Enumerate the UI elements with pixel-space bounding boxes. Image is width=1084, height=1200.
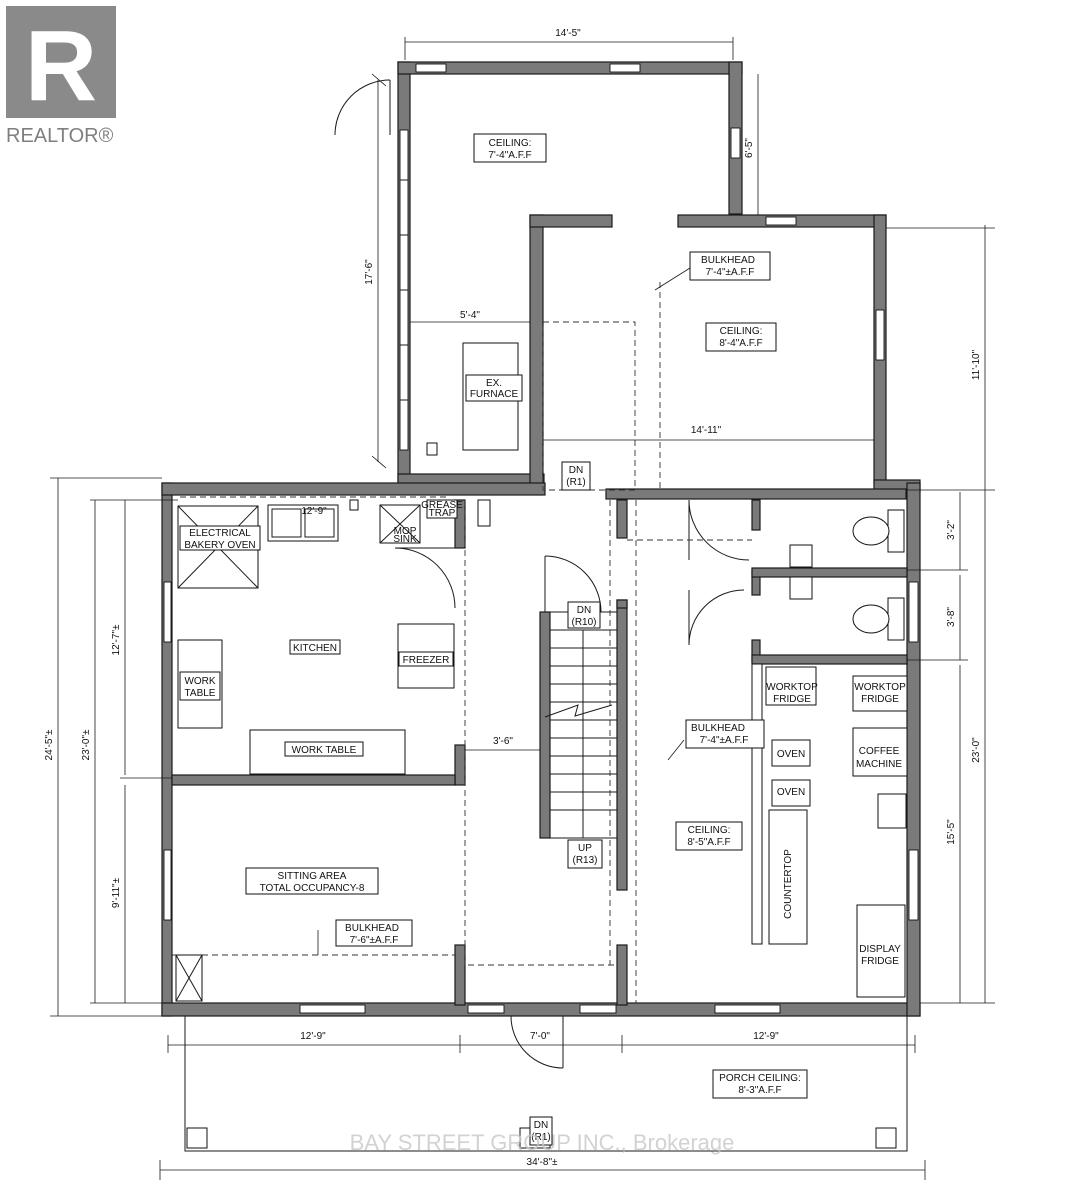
bulkhead-mid-label: BULKHEAD: [691, 723, 745, 734]
dim-sitting-height: 9'-11"±: [111, 877, 122, 908]
ceiling-mid-value: 8'-5"A.F.F: [687, 837, 730, 848]
display-fridge-label-2: FRIDGE: [861, 956, 899, 967]
dim-kitchen-height: 12'-7"±: [111, 624, 122, 655]
dim-right-lower: 15'-5": [946, 819, 957, 845]
furnace-label-1: EX.: [486, 378, 502, 389]
dim-left-mid: 23'-0"±: [81, 729, 92, 760]
dimension-lines: [50, 37, 995, 1180]
ceiling-right-value: 8'-4"A.F.F: [719, 338, 762, 349]
freezer-label: FREEZER: [403, 655, 450, 666]
bulkhead-sitting-label: BULKHEAD: [345, 923, 399, 934]
display-fridge-label-1: DISPLAY: [859, 944, 901, 955]
dim-top-left-height: 17'-6": [364, 259, 375, 285]
ceiling-mid-label: CEILING:: [688, 825, 731, 836]
porch-ceiling-label: PORCH CEILING:: [719, 1073, 801, 1084]
dim-room-width: 14'-11": [691, 425, 722, 436]
dn-r1-value: (R1): [566, 477, 585, 488]
work-table-b-label: WORK TABLE: [292, 745, 357, 756]
windows: [163, 63, 919, 1014]
room-labels: CEILING: 7'-4"A.F.F BULKHEAD 7'-4"±A.F.F…: [179, 133, 906, 1146]
bulkhead-sitting-value: 7'-6"±A.F.F: [350, 935, 399, 946]
bulkhead-top-value: 7'-4"±A.F.F: [706, 267, 755, 278]
dn-porch-label: DN: [534, 1120, 548, 1131]
watermark: BAY STREET GROUP INC., Brokerage: [350, 1130, 735, 1155]
coffee-machine-label-1: COFFEE: [859, 746, 900, 757]
work-table-a-label-2: TABLE: [185, 688, 216, 699]
dim-furnace-width: 5'-4": [460, 310, 480, 321]
bulkhead-top-label: BULKHEAD: [701, 255, 755, 266]
dim-hall-width: 3'-6": [493, 736, 513, 747]
dim-bottom-mid: 7'-0": [530, 1031, 550, 1042]
work-table-a-label-1: WORK: [184, 676, 215, 687]
countertop-label: COUNTERTOP: [783, 849, 794, 919]
mop-sink-label-1: MOP: [394, 526, 417, 537]
dim-right-total: 23'-0": [971, 737, 982, 763]
ceiling-top-value: 7'-4"A.F.F: [488, 150, 531, 161]
bulkhead-mid-value: 7'-4"±A.F.F: [700, 735, 749, 746]
porch-ceiling-value: 8'-3"A.F.F: [738, 1085, 781, 1096]
dim-wc2: 3'-8": [946, 607, 957, 627]
sitting-area-label: SITTING AREA: [278, 871, 347, 882]
dim-wc1: 3'-2": [946, 520, 957, 540]
dim-bottom-right: 12'-9": [753, 1031, 779, 1042]
dim-bottom-left: 12'-9": [300, 1031, 326, 1042]
dn-r1-label: DN: [569, 465, 583, 476]
doors: [334, 79, 750, 1069]
grease-trap-label-2: TRAP: [429, 508, 456, 519]
logo-letter: R: [25, 10, 97, 122]
dimension-labels: 14'-5" 17'-6" 6'-5" 5'-4" 14'-11" 11'-10…: [44, 28, 982, 1168]
worktop-fridge-b-label-1: WORKTOP: [854, 682, 906, 693]
oven-a-label: OVEN: [777, 749, 805, 760]
ceiling-right-label: CEILING:: [720, 326, 763, 337]
dn-r10-label: DN: [577, 605, 591, 616]
oven-b-label: OVEN: [777, 787, 805, 798]
occupancy-label: TOTAL OCCUPANCY-8: [260, 883, 365, 894]
stairs: [544, 611, 618, 839]
up-r13-label: UP: [578, 843, 592, 854]
bakery-oven-label-2: BAKERY OVEN: [184, 540, 255, 551]
dn-porch-value: (R1): [531, 1132, 550, 1143]
dim-top-width: 14'-5": [555, 28, 581, 39]
dim-top-right-small: 6'-5": [744, 138, 755, 158]
coffee-machine-label-2: MACHINE: [856, 759, 902, 770]
dim-left-total: 24'-5"±: [44, 729, 55, 760]
logo-text: REALTOR®: [6, 125, 114, 147]
ceiling-top-label: CEILING:: [489, 138, 532, 149]
worktop-fridge-a-label-1: WORKTOP: [766, 682, 818, 693]
dim-kitchen-width: 12'-9": [301, 506, 327, 517]
realtor-logo: R REALTOR®: [6, 6, 116, 147]
up-r13-value: (R13): [572, 855, 597, 866]
grease-trap-label-1: GREASE: [421, 500, 463, 511]
worktop-fridge-a-label-2: FRIDGE: [773, 694, 811, 705]
furnace-label-2: FURNACE: [470, 389, 519, 400]
kitchen-label: KITCHEN: [293, 643, 337, 654]
dim-overall-width: 34'-8"±: [527, 1157, 558, 1168]
dn-r10-value: (R10): [571, 617, 596, 628]
bakery-oven-label-1: ELECTRICAL: [189, 528, 251, 539]
dim-right-height: 11'-10": [971, 349, 982, 380]
mop-sink-label-2: SINK: [393, 534, 417, 545]
worktop-fridge-b-label-2: FRIDGE: [861, 694, 899, 705]
bulkhead-lines: [172, 282, 752, 1003]
